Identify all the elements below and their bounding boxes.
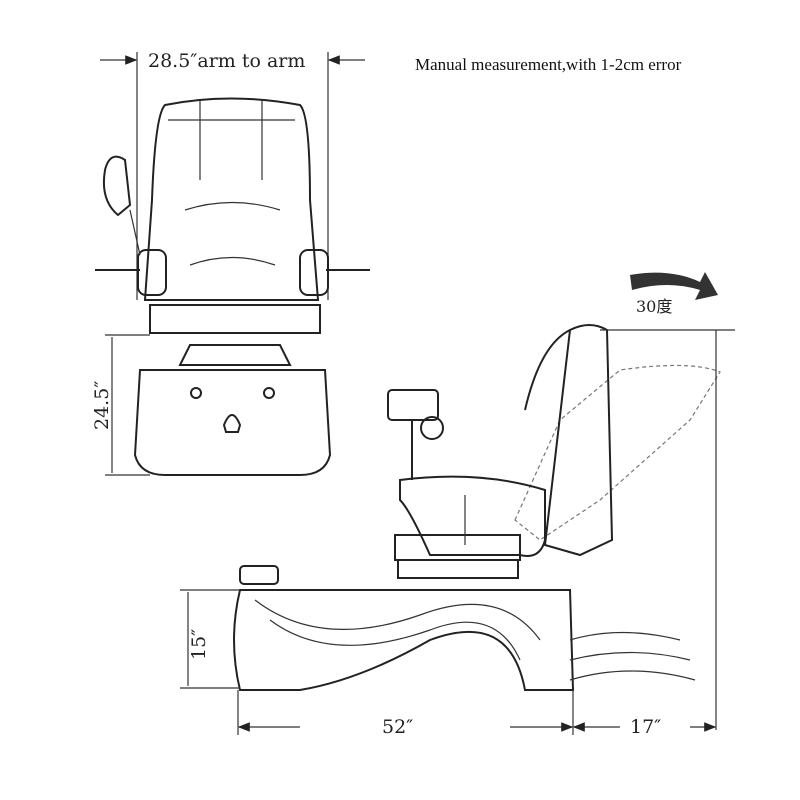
side-view-chair	[233, 324, 721, 691]
front-height-dimension: 24.5″	[91, 334, 150, 476]
recline-extension-label: 17″	[630, 716, 661, 738]
curved-arrow-icon	[630, 272, 718, 300]
recline-indicator: 30度	[630, 272, 718, 316]
front-height-label: 24.5″	[91, 381, 113, 430]
length-dimensions: 52″ 17″	[237, 690, 717, 738]
basin-height-dimension: 15″	[180, 589, 240, 689]
recline-angle-label: 30度	[636, 297, 672, 316]
arm-to-arm-label: 28.5″arm to arm	[148, 50, 305, 72]
front-view-chair	[95, 97, 370, 476]
length-label: 52″	[382, 716, 413, 738]
arm-to-arm-dimension: 28.5″arm to arm	[100, 50, 365, 300]
basin-height-label: 15″	[188, 629, 210, 660]
measurement-note: Manual measurement,with 1-2cm error	[415, 55, 682, 74]
